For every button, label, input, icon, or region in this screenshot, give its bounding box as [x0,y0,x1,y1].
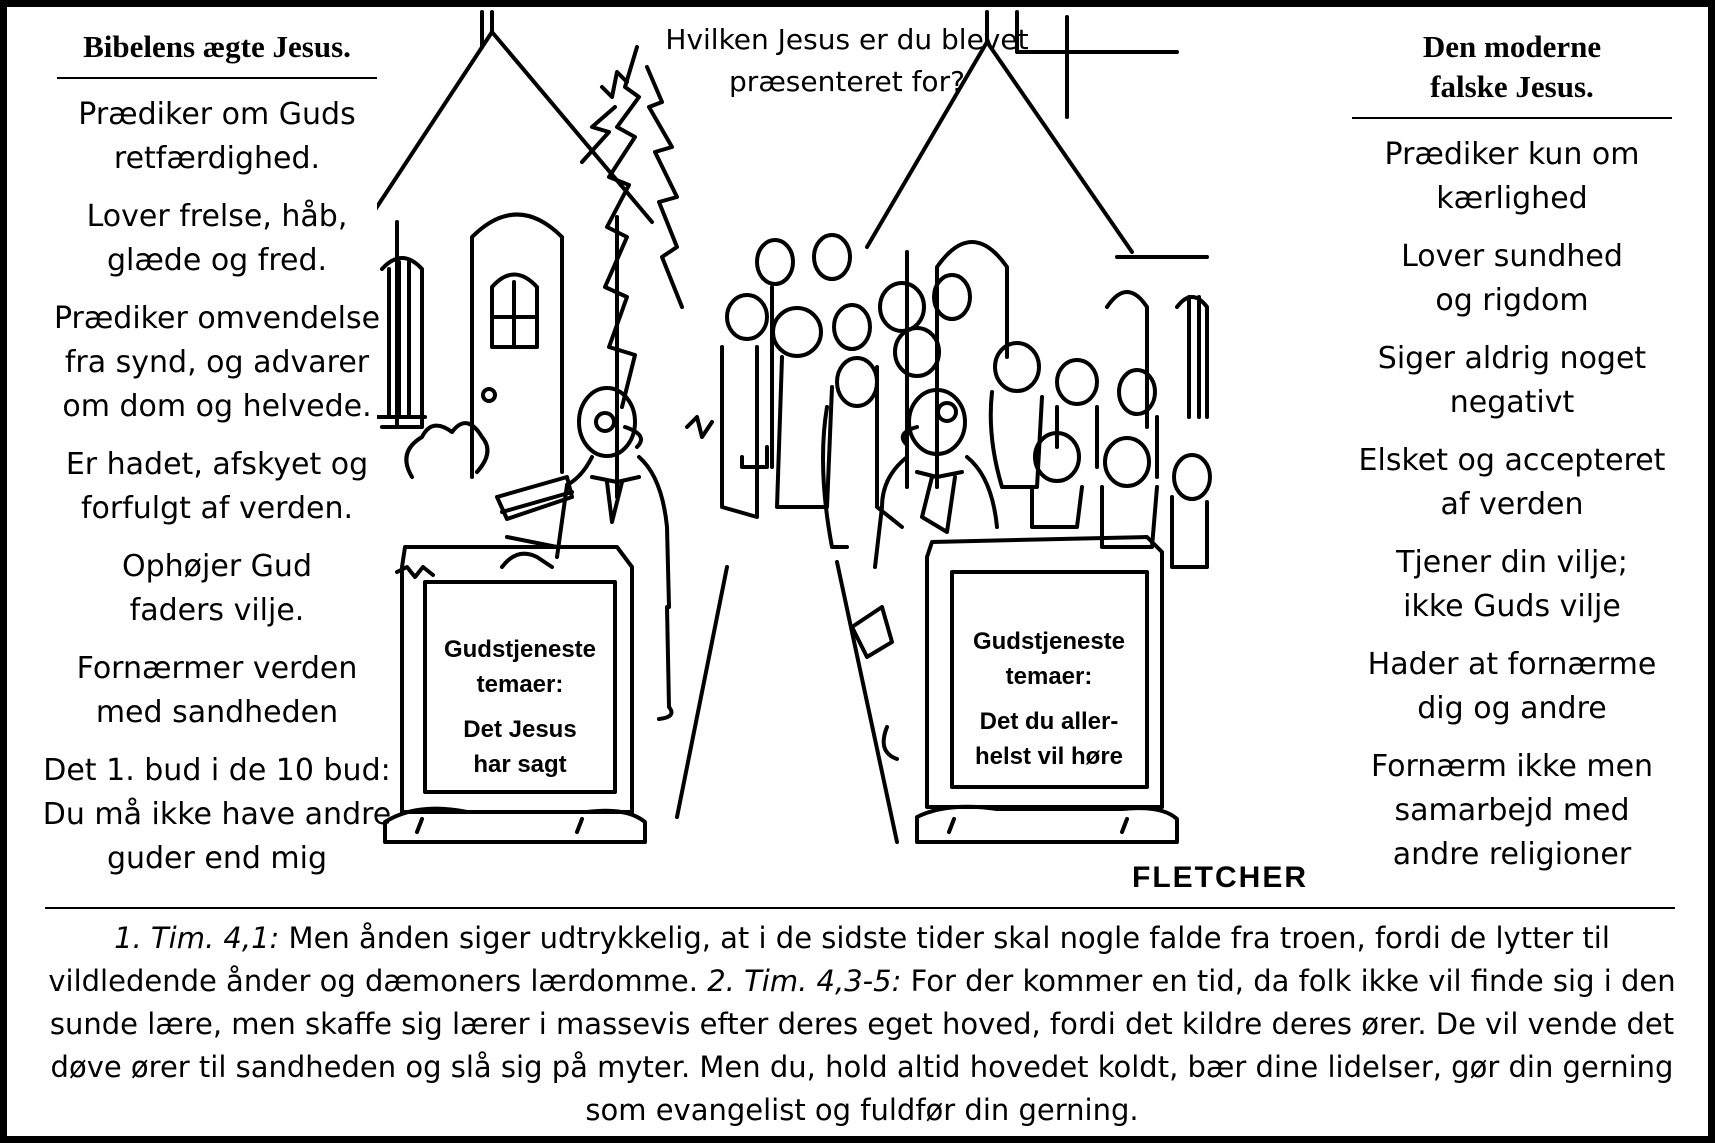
left-preacher [500,386,674,721]
right-item-6: Hader at fornærme dig og andre [1367,647,1657,726]
left-sign-line2: temaer: [477,671,564,698]
tree [580,45,684,409]
right-column: Den moderne falske Jesus. Prædiker kun o… [1312,21,1712,891]
right-item-1: Prædiker kun om kærlighed [1384,137,1640,216]
left-item-3: Prædiker omvendelse fra synd, og advarer… [53,301,381,424]
left-item-1: Prædiker om Guds retfærdighed. [78,97,356,176]
cartoon-question: Hvilken Jesus er du blevet præsenteret f… [665,23,1029,98]
right-podium [915,535,1179,844]
left-podium [383,545,647,844]
left-column-heading: Bibelens ægte Jesus. [83,29,351,64]
right-sign-line2: temaer: [1006,663,1093,690]
right-sign-line3: Det du aller- [980,708,1119,735]
right-item-5: Tjener din vilje; ikke Guds vilje [1396,545,1628,624]
crowd [720,233,1212,569]
right-preacher [850,388,999,761]
left-item-6: Fornærmer verden med sandheden [76,651,358,730]
right-column-heading: Den moderne falske Jesus. [1422,29,1602,104]
left-sign-line1: Gudstjeneste [444,636,596,663]
right-sign-line1: Gudstjeneste [973,628,1125,655]
right-sign-line4: helst vil høre [975,743,1123,770]
footer-divider [45,907,1675,909]
left-item-7: Det 1. bud i de 10 bud: Du må ikke have … [42,753,392,876]
right-item-3: Siger aldrig noget negativt [1377,341,1647,420]
scripture-ref-2: 2. Tim. 4,3-5: [707,964,902,998]
cartoon-illustration: Gudstjeneste temaer: Det Jesus har sagt … [377,10,1308,892]
scripture-footer: 1. Tim. 4,1: Men ånden siger udtrykkelig… [47,917,1677,1132]
left-sign-line3: Det Jesus [463,716,576,743]
left-heading-divider [57,77,377,79]
left-church [377,10,654,579]
right-item-2: Lover sundhed og rigdom [1401,239,1623,318]
left-item-5: Ophøjer Gud faders vilje. [122,549,312,628]
scripture-ref-1: 1. Tim. 4,1: [114,921,280,955]
left-item-4: Er hadet, afskyet og forfulgt af verden. [65,447,369,526]
scripture-text-2: For der kommer en tid, da folk ikke vil … [49,964,1676,1127]
artist-signature: FLETCHER [1132,861,1308,892]
left-item-2: Lover frelse, håb, glæde og fred. [86,199,348,278]
right-item-7: Fornærm ikke men samarbejd med andre rel… [1370,749,1654,872]
left-column: Bibelens ægte Jesus. Prædiker om Guds re… [17,21,417,895]
right-heading-divider [1352,117,1672,119]
right-church [865,10,1209,489]
left-sign-line4: har sagt [473,751,566,778]
scripture-text-1: Men ånden siger udtrykkelig, at i de sid… [48,921,1610,998]
right-item-4: Elsket og accepteret af verden [1358,443,1666,522]
